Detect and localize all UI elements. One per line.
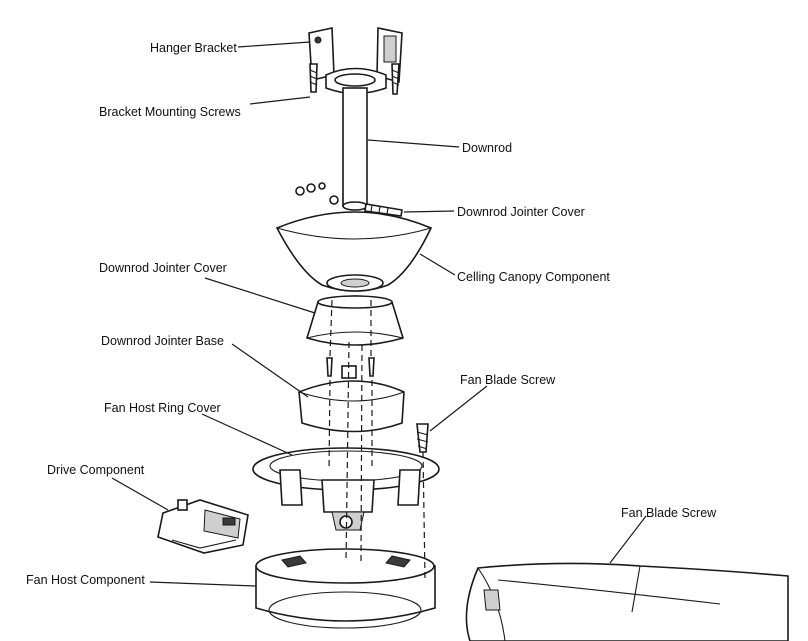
label-ceiling-canopy-component: Celling Canopy Component: [457, 270, 610, 284]
ceiling-canopy-part: [275, 211, 433, 292]
label-downrod-jointer-cover: Downrod Jointer Cover: [99, 261, 227, 275]
downrod-part: [342, 87, 368, 211]
label-fan-blade-screw-bottom: Fan Blade Screw: [621, 506, 717, 520]
label-downrod-jointer-cover-top: Downrod Jointer Cover: [457, 205, 585, 219]
downrod-jointer-base-part: [298, 365, 405, 433]
hanger-bracket-part: [308, 27, 403, 95]
label-fan-blade-screw-top: Fan Blade Screw: [460, 373, 556, 387]
drive-component-part: [157, 499, 249, 554]
label-hanger-bracket: Hanger Bracket: [150, 41, 237, 55]
jointer-screws: [326, 357, 375, 377]
fan-blade-screw-top-part: [416, 423, 429, 453]
assembly-alignment-lines: [328, 299, 426, 579]
fan-host-component-part: [255, 548, 436, 629]
downrod-jointer-cover-part: [305, 295, 405, 346]
bracket-mounting-screws-part: [309, 63, 400, 95]
label-drive-component: Drive Component: [47, 463, 145, 477]
label-downrod-jointer-base: Downrod Jointer Base: [101, 334, 224, 348]
label-bracket-mounting-screws: Bracket Mounting Screws: [99, 105, 241, 119]
label-downrod: Downrod: [462, 141, 512, 155]
label-fan-host-component: Fan Host Component: [26, 573, 145, 587]
downrod-pin-hardware: [295, 182, 403, 217]
label-fan-host-ring-cover: Fan Host Ring Cover: [104, 401, 221, 415]
fan-host-ring-cover-part: [252, 447, 440, 531]
leader-lines: [111, 41, 647, 587]
fan-blade-part: [465, 562, 789, 641]
